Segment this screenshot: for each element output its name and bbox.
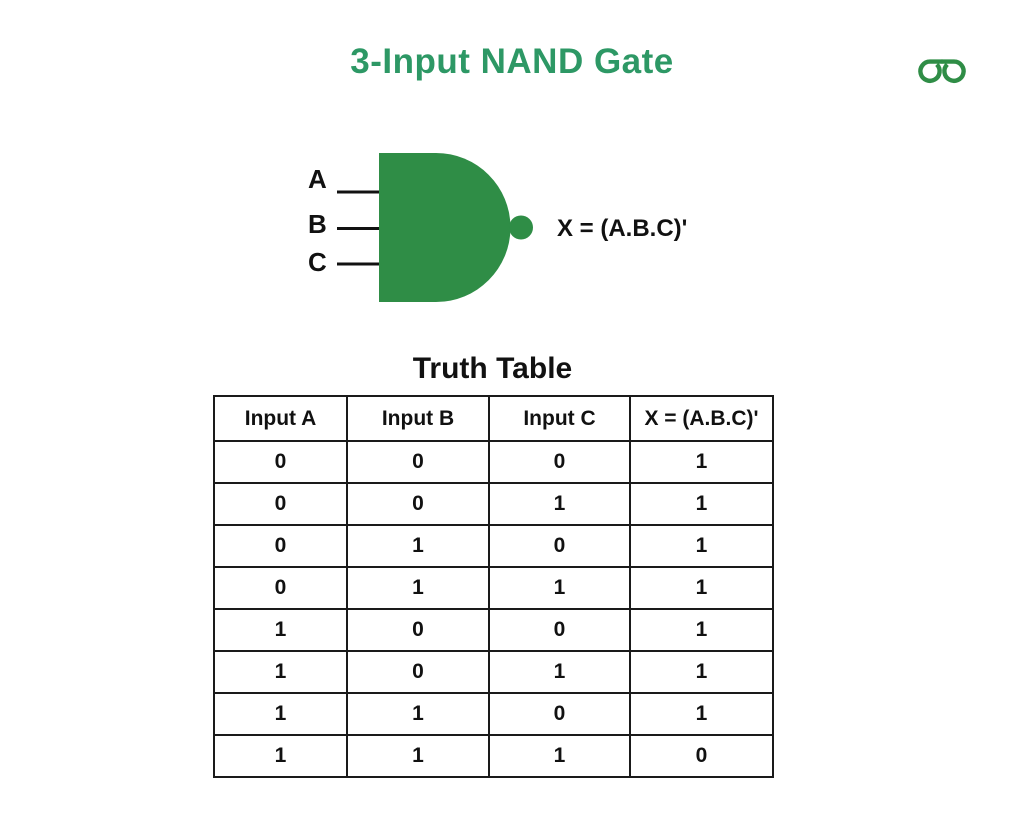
truth-table-header: Input B bbox=[346, 395, 490, 442]
truth-table-cell: 1 bbox=[213, 650, 348, 694]
truth-table-cell: 0 bbox=[488, 692, 631, 736]
truth-table-cell: 0 bbox=[488, 440, 631, 484]
input-label-b: B bbox=[308, 209, 327, 239]
truth-table-cell: 1 bbox=[346, 524, 490, 568]
truth-table-cell: 1 bbox=[629, 650, 774, 694]
truth-table-cell: 0 bbox=[213, 440, 348, 484]
table-row: 1 0 0 1 bbox=[213, 608, 774, 652]
truth-table-cell: 1 bbox=[629, 566, 774, 610]
truth-table-cell: 1 bbox=[213, 692, 348, 736]
table-row: 0 1 1 1 bbox=[213, 566, 774, 610]
truth-table-cell: 1 bbox=[346, 734, 490, 778]
output-label: X = (A.B.C)' bbox=[557, 215, 688, 242]
truth-table-header: Input C bbox=[488, 395, 631, 442]
table-header-row: Input A Input B Input C X = (A.B.C)' bbox=[213, 395, 774, 442]
truth-table-cell: 1 bbox=[629, 692, 774, 736]
table-row: 0 0 0 1 bbox=[213, 440, 774, 484]
truth-table-cell: 1 bbox=[488, 566, 631, 610]
truth-table-cell: 0 bbox=[488, 524, 631, 568]
inversion-bubble bbox=[509, 215, 533, 240]
input-label-c: C bbox=[308, 247, 327, 277]
truth-table-cell: 1 bbox=[488, 650, 631, 694]
input-label-a: A bbox=[308, 164, 327, 194]
truth-table-cell: 0 bbox=[213, 524, 348, 568]
truth-table-head: Input A Input B Input C X = (A.B.C)' bbox=[213, 395, 774, 442]
geeksforgeeks-logo-icon bbox=[918, 59, 966, 83]
truth-table-cell: 1 bbox=[629, 482, 774, 526]
truth-table-header: X = (A.B.C)' bbox=[629, 395, 774, 442]
truth-table-cell: 1 bbox=[488, 734, 631, 778]
truth-table-title: Truth Table bbox=[412, 352, 573, 385]
truth-table-cell: 0 bbox=[346, 608, 490, 652]
truth-table-cell: 1 bbox=[346, 566, 490, 610]
table-row: 1 0 1 1 bbox=[213, 650, 774, 694]
gate-body bbox=[379, 153, 511, 302]
truth-table-header: Input A bbox=[213, 395, 348, 442]
table-row: 0 1 0 1 bbox=[213, 524, 774, 568]
truth-table-cell: 1 bbox=[629, 608, 774, 652]
truth-table-cell: 1 bbox=[629, 440, 774, 484]
truth-table-cell: 0 bbox=[213, 482, 348, 526]
truth-table-cell: 0 bbox=[346, 482, 490, 526]
truth-table-cell: 0 bbox=[213, 566, 348, 610]
truth-table-cell: 1 bbox=[213, 734, 348, 778]
table-row: 1 1 0 1 bbox=[213, 692, 774, 736]
truth-table-cell: 0 bbox=[346, 650, 490, 694]
table-row: 1 1 1 0 bbox=[213, 734, 774, 778]
truth-table-cell: 1 bbox=[346, 692, 490, 736]
truth-table-cell: 0 bbox=[629, 734, 774, 778]
page-title: 3-Input NAND Gate bbox=[350, 42, 674, 81]
truth-table-body: 0 0 0 1 0 0 1 1 0 1 0 1 0 1 1 1 bbox=[213, 440, 774, 778]
truth-table-cell: 1 bbox=[213, 608, 348, 652]
truth-table-cell: 0 bbox=[346, 440, 490, 484]
truth-table-cell: 1 bbox=[629, 524, 774, 568]
table-row: 0 0 1 1 bbox=[213, 482, 774, 526]
truth-table-cell: 1 bbox=[488, 482, 631, 526]
truth-table-cell: 0 bbox=[488, 608, 631, 652]
nand-gate-symbol bbox=[337, 153, 533, 302]
truth-table: Input A Input B Input C X = (A.B.C)' 0 0… bbox=[213, 395, 774, 778]
